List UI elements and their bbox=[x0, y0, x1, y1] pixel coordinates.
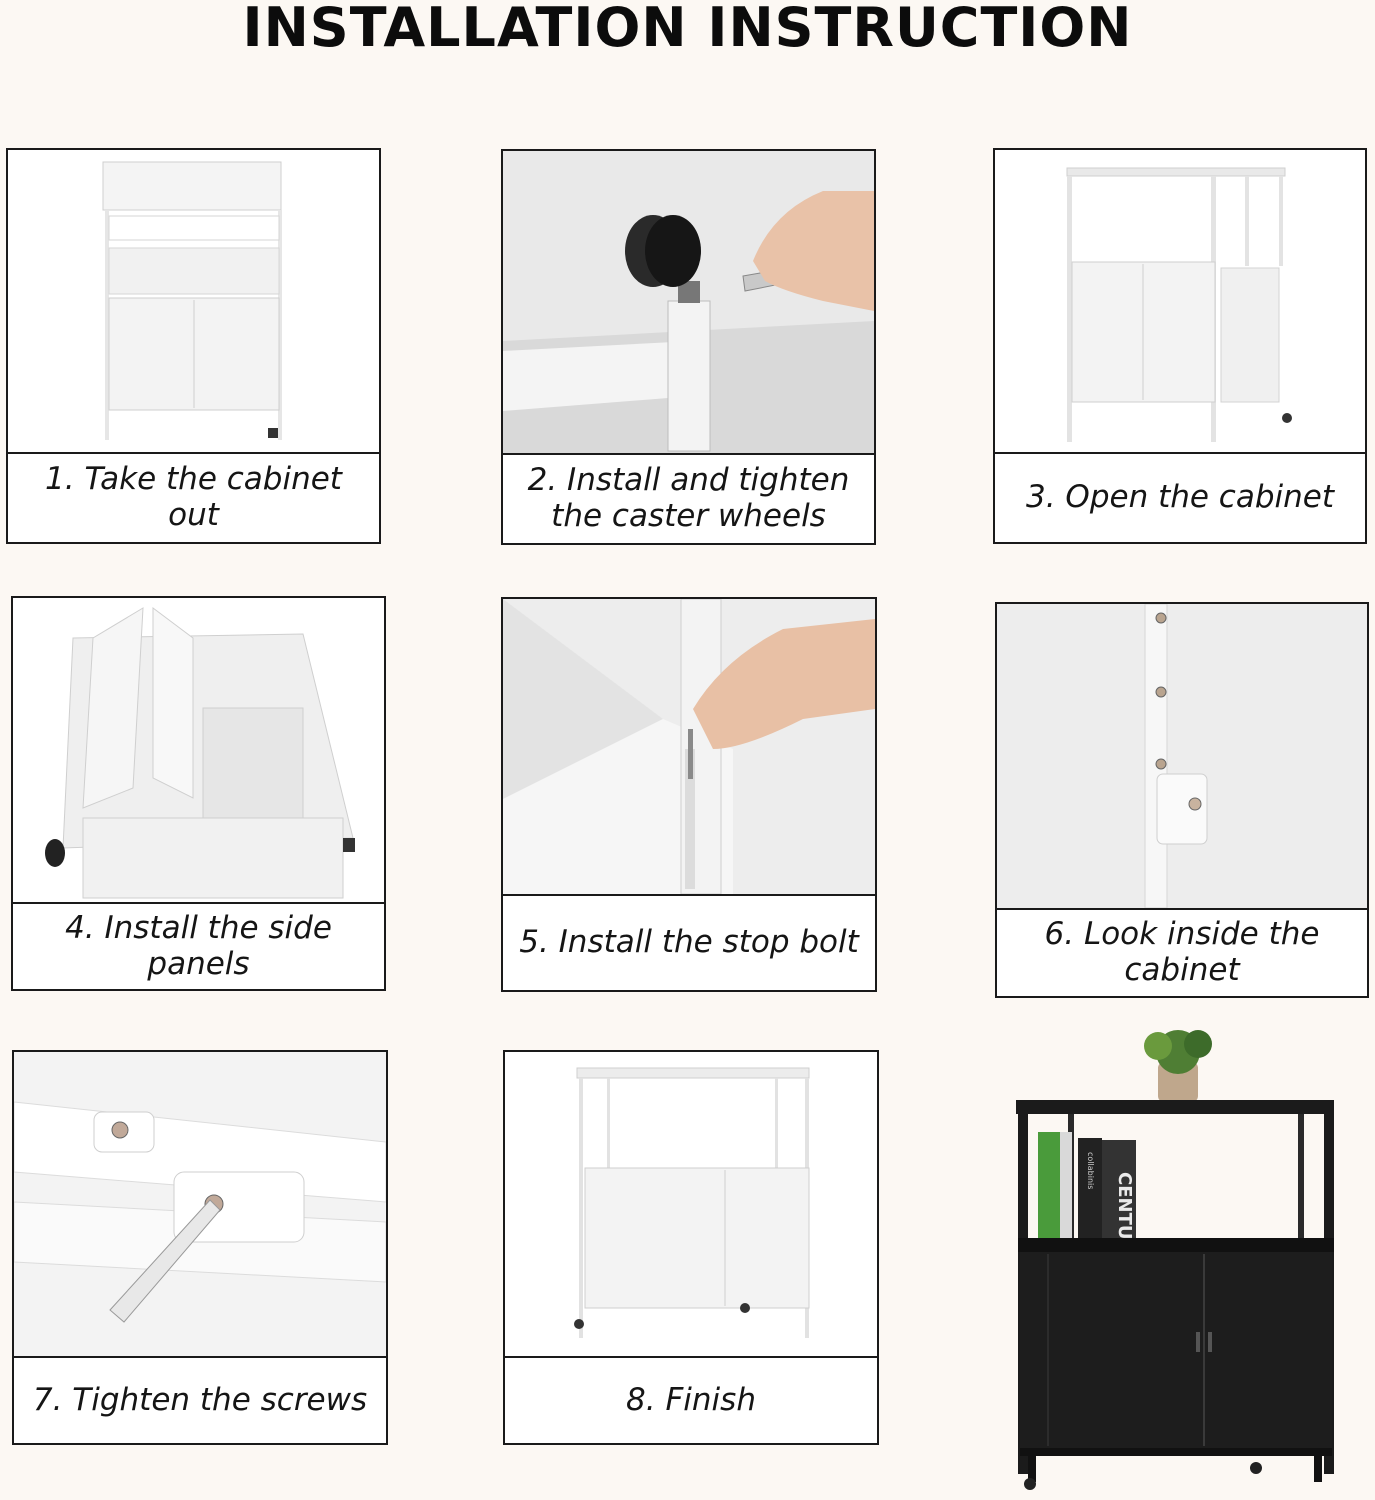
step-4-card: 4. Install the side panels bbox=[11, 596, 386, 991]
step-6-card: 6. Look inside the cabinet bbox=[995, 602, 1369, 998]
screwdriver-photo-icon bbox=[14, 1052, 386, 1358]
book-spine-small: collabinis bbox=[1086, 1152, 1095, 1189]
caster-wheel-photo-icon bbox=[503, 151, 874, 455]
step-8-caption: 8. Finish bbox=[626, 1381, 756, 1418]
step-1-card: 1. Take the cabinet out bbox=[6, 148, 381, 544]
step-3-card: 3. Open the cabinet bbox=[993, 148, 1367, 544]
finished-white-cabinet-photo-icon bbox=[505, 1052, 877, 1358]
stop-bolt-photo-icon bbox=[503, 599, 875, 896]
step-4-caption: 4. Install the side panels bbox=[65, 909, 332, 982]
step-6-caption: 6. Look inside the cabinet bbox=[1044, 916, 1320, 988]
hinge-inside-photo-icon bbox=[997, 604, 1367, 910]
step-2-card: 2. Install and tighten the caster wheels bbox=[501, 149, 876, 545]
page-title: INSTALLATION INSTRUCTION bbox=[242, 0, 1133, 59]
step-5-caption: 5. Install the stop bolt bbox=[519, 924, 859, 960]
step-7-card: 7. Tighten the screws bbox=[12, 1050, 388, 1445]
cabinet-open-photo-icon bbox=[995, 150, 1365, 454]
step-2-caption: 2. Install and tighten the caster wheels bbox=[527, 462, 850, 534]
step-5-card: 5. Install the stop bolt bbox=[501, 597, 877, 992]
finished-black-cabinet-photo-icon: CENTURY collabinis bbox=[1008, 1022, 1344, 1492]
side-panels-photo-icon bbox=[13, 598, 384, 904]
step-7-caption: 7. Tighten the screws bbox=[32, 1381, 368, 1418]
step-8-card: 8. Finish bbox=[503, 1050, 879, 1445]
step-1-caption: 1. Take the cabinet out bbox=[45, 461, 342, 533]
step-3-caption: 3. Open the cabinet bbox=[1025, 479, 1335, 515]
cabinet-folded-photo-icon bbox=[8, 150, 379, 454]
